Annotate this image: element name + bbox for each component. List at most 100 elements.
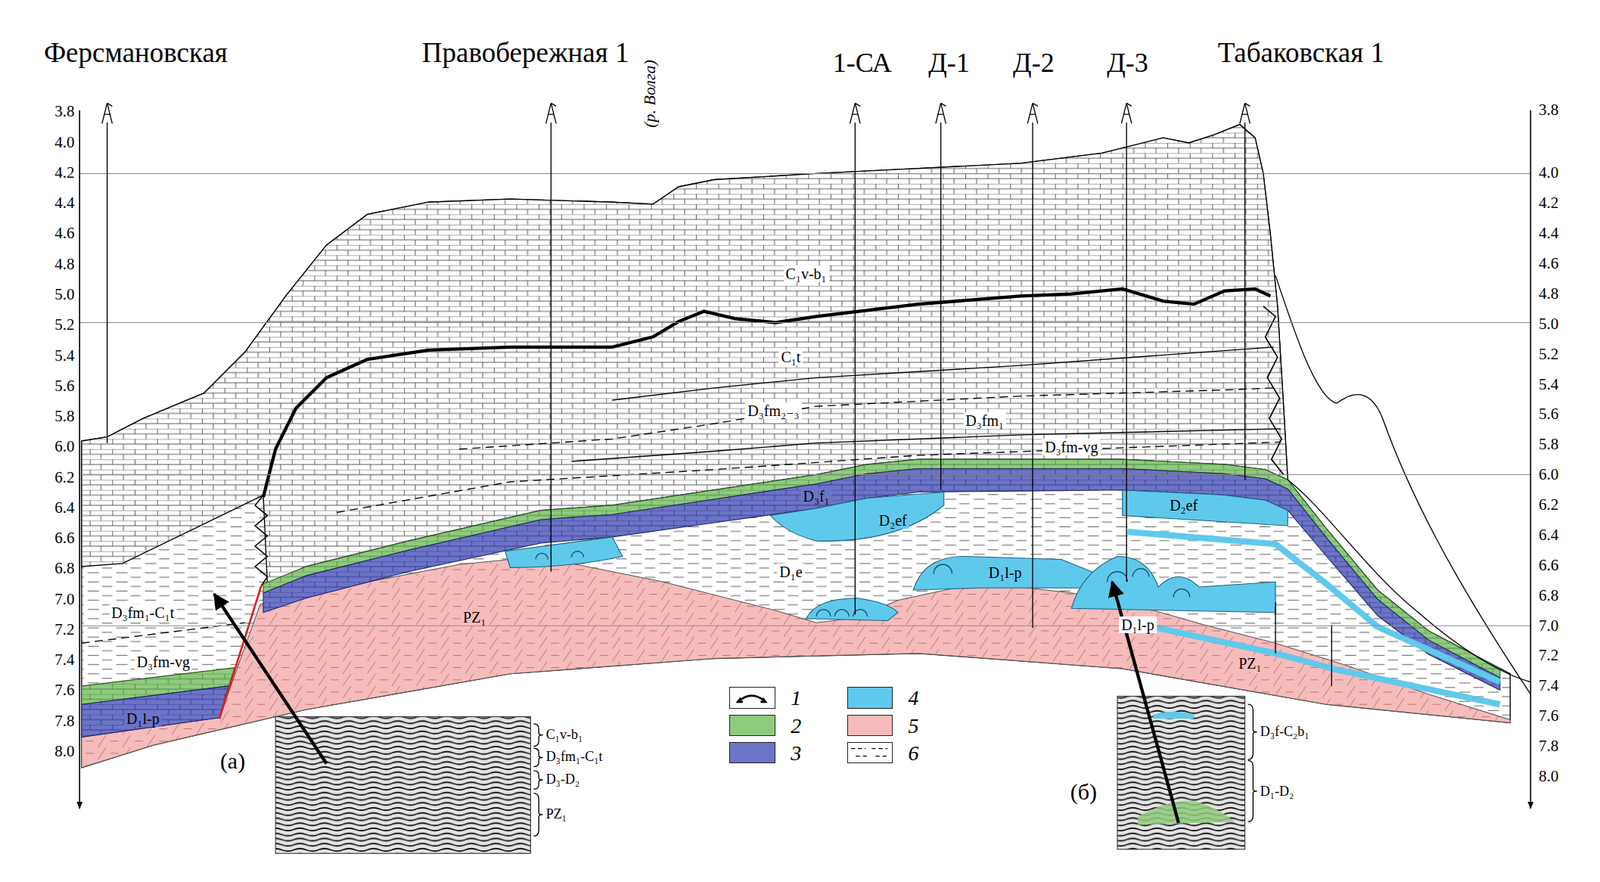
depth-tick: 5.8 — [1538, 436, 1559, 454]
legend-symbol — [730, 687, 775, 708]
depth-tick: 5.2 — [54, 316, 75, 335]
inset-tag: (б) — [1070, 778, 1097, 804]
legend-swatch — [847, 714, 894, 737]
formation-label: D₃fm₂₋₃ — [745, 402, 802, 420]
well-name: Д-3 — [1106, 48, 1149, 79]
depth-tick: 4.2 — [54, 164, 75, 182]
reef-symbols — [535, 551, 1190, 617]
formation-label: D₃fm₁-C₁t — [108, 604, 177, 622]
formation-label: D₃fm₁ — [963, 412, 1007, 429]
legend-number: 6 — [907, 742, 919, 766]
legend-number: 2 — [790, 714, 802, 738]
depth-tick: 5.0 — [54, 285, 75, 304]
legend-number: 3 — [790, 742, 802, 766]
reef-lenses — [505, 490, 1289, 622]
depth-tick: 6.0 — [54, 438, 75, 457]
depth-tick: 6.8 — [54, 560, 75, 578]
depth-tick: 6.4 — [54, 499, 75, 517]
depth-tick: 4.0 — [54, 133, 75, 152]
depth-tick: 6.2 — [54, 469, 75, 487]
formation-label: C₁v-b₁ — [783, 265, 830, 283]
fault-line — [219, 586, 261, 719]
river-label: (р. Волга) — [640, 59, 659, 128]
depth-tick: 7.8 — [1538, 738, 1559, 756]
depth-tick: 8.0 — [1538, 767, 1559, 786]
depth-tick: 7.6 — [54, 682, 75, 700]
depth-tick: 7.0 — [54, 590, 75, 609]
depth-tick: 3.8 — [54, 103, 75, 122]
depth-tick: 6.4 — [1538, 526, 1559, 544]
depth-tick: 5.4 — [54, 347, 75, 365]
depth-tick: 6.2 — [1538, 497, 1559, 515]
blue-band — [263, 468, 1501, 690]
well-name: Д-1 — [928, 48, 970, 79]
grid-lines — [79, 173, 1531, 626]
depth-tick: 4.8 — [54, 255, 75, 274]
inset-interval: C₁v-b₁ — [546, 727, 584, 743]
well-name: Д-2 — [1012, 48, 1055, 79]
depth-tick: 4.2 — [1538, 195, 1559, 213]
inset-interval: PZ₁ — [546, 807, 567, 823]
braces — [533, 704, 1257, 836]
depth-tick: 6.6 — [1538, 556, 1559, 575]
depth-tick: 7.2 — [54, 621, 75, 639]
depth-axes — [79, 110, 1531, 809]
legend-number: 5 — [907, 714, 919, 738]
legend-swatch — [847, 742, 894, 764]
formation-label: D₁e — [776, 563, 805, 581]
well-name: Ферсмановская — [43, 37, 228, 69]
strata-lines — [81, 275, 1531, 694]
depth-tick: 7.2 — [1538, 647, 1559, 665]
well-name: 1-СА — [832, 48, 892, 79]
formation-label: D₃fm-vg — [134, 653, 193, 671]
formation-label: D₂ef — [876, 512, 910, 529]
inset-interval: D₃-D₂ — [546, 772, 581, 788]
depth-tick: 4.6 — [54, 225, 75, 243]
depth-tick: 7.4 — [54, 652, 75, 670]
formation-label: D₃f₁ — [801, 487, 833, 505]
legend-swatch — [729, 742, 776, 764]
formation-label: D₁l-p — [1118, 616, 1157, 634]
seismic-inset-a — [275, 716, 531, 854]
depth-tick: 5.8 — [54, 407, 75, 426]
seismic-inset-b — [1117, 695, 1246, 849]
depth-tick: 7.8 — [54, 712, 75, 731]
inset-tag: (а) — [220, 748, 246, 774]
depth-tick: 7.0 — [1538, 617, 1559, 635]
pointer-arrows — [214, 581, 1179, 823]
formation-label: D₁l-p — [124, 710, 162, 727]
inset-interval: D₃f-C₂b₁ — [1260, 724, 1310, 740]
depth-tick: 6.0 — [1538, 466, 1559, 485]
depth-tick: 5.6 — [1538, 406, 1559, 424]
legend-swatch — [729, 714, 776, 737]
depth-tick: 5.2 — [1538, 345, 1559, 364]
legend-symbol — [848, 742, 893, 763]
depth-tick: 6.8 — [1538, 587, 1559, 605]
depth-tick: 6.6 — [54, 529, 75, 547]
legend-number: 4 — [907, 686, 919, 711]
legend-swatch — [729, 686, 776, 709]
formation-label: PZ₁ — [460, 608, 488, 626]
formation-label: D₁l-p — [986, 564, 1025, 581]
depth-tick: 3.8 — [1538, 101, 1559, 119]
reef-stripes — [1127, 531, 1500, 705]
depth-tick: 7.6 — [1538, 708, 1559, 726]
inset-interval: D₃fm₁-C₁t — [546, 749, 603, 765]
inset-b-cyan — [1152, 711, 1194, 719]
depth-tick: 4.0 — [1538, 164, 1559, 183]
depth-tick: 4.6 — [1538, 255, 1559, 274]
blue-band-left — [81, 686, 229, 737]
formation-label: D₃fm-vg — [1042, 438, 1100, 456]
well-name: Правобережная 1 — [422, 37, 630, 69]
legend-swatch — [847, 686, 894, 709]
depth-tick: 4.4 — [54, 195, 75, 213]
formation-label: PZ₁ — [1236, 655, 1264, 672]
well-name: Табаковская 1 — [1217, 37, 1385, 69]
depth-tick: 7.4 — [1538, 677, 1559, 696]
shale-body — [81, 124, 1510, 768]
wells — [102, 102, 1250, 628]
legend-number: 1 — [790, 686, 802, 711]
inset-b-green — [1137, 801, 1235, 826]
